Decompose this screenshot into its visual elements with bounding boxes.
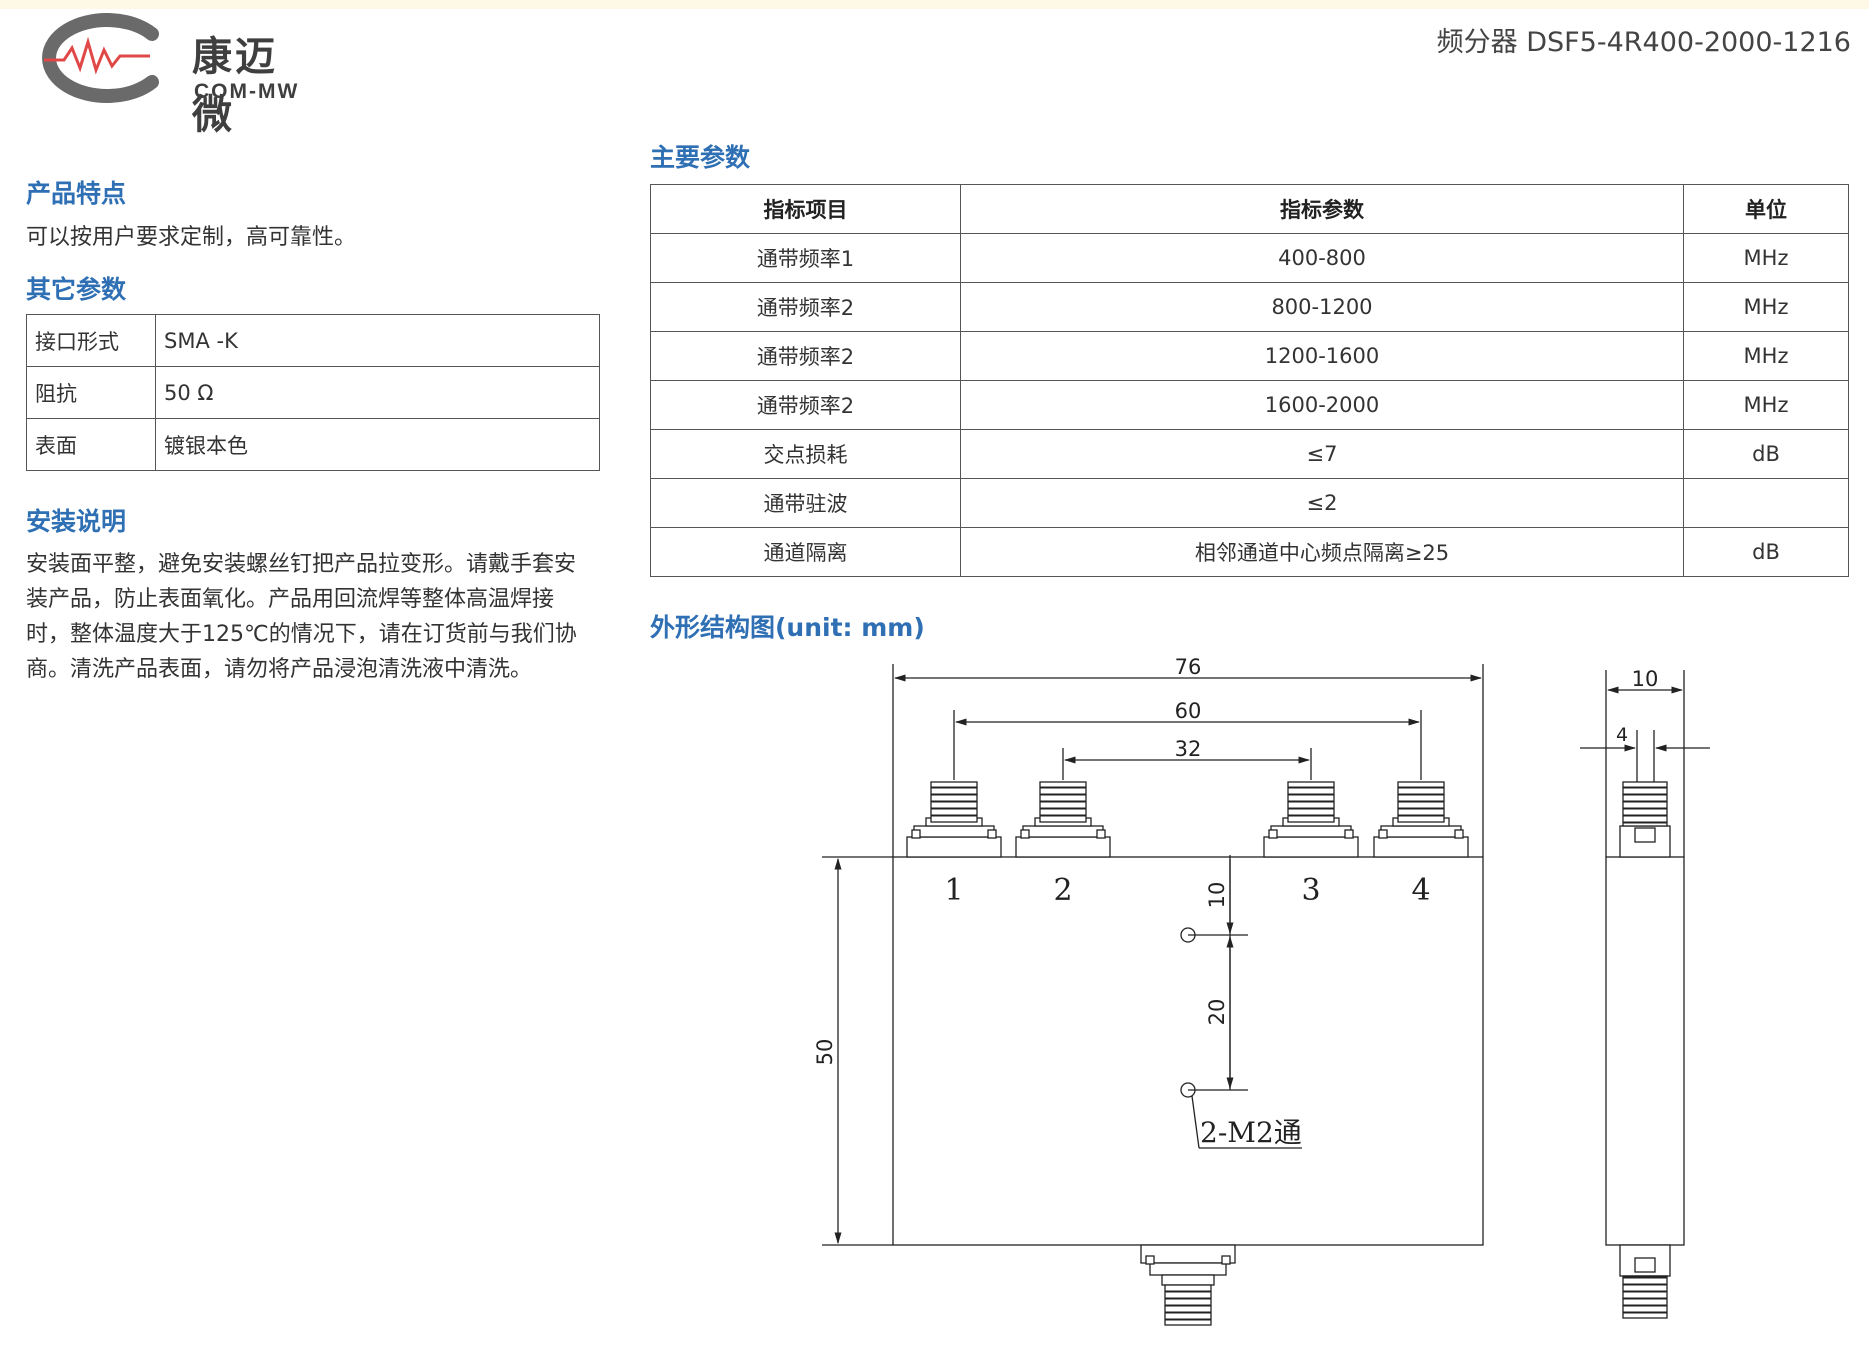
param-value: 镀银本色 [155, 418, 600, 471]
cell-value: 相邻通道中心频点隔离≥25 [960, 527, 1684, 577]
port-label: 2 [1053, 873, 1072, 908]
cell-unit: dB [1683, 527, 1849, 577]
cell-item: 通带频率1 [650, 233, 961, 283]
cell-unit: MHz [1683, 233, 1849, 283]
column-header: 单位 [1683, 184, 1849, 234]
cell-unit: MHz [1683, 331, 1849, 381]
company-logo: 康迈微 COM-MW [24, 10, 314, 138]
side-view-outline [1605, 856, 1685, 1246]
cell-value: 1200-1600 [960, 331, 1684, 381]
param-key: 接口形式 [26, 314, 156, 367]
cell-item: 通带频率2 [650, 331, 961, 381]
features-title: 产品特点 [26, 179, 127, 208]
table-header-row: 指标项目 指标参数 单位 [650, 184, 1849, 234]
column-header: 指标参数 [960, 184, 1684, 234]
port-label: 3 [1301, 873, 1320, 908]
cell-unit: dB [1683, 429, 1849, 479]
table-row: 通带频率1 400-800 MHz [650, 233, 1849, 283]
cell-value: 1600-2000 [960, 380, 1684, 430]
top-strip [0, 0, 1869, 9]
housing-outline [892, 856, 1484, 1246]
cell-value: 400-800 [960, 233, 1684, 283]
param-value: SMA -K [155, 314, 600, 367]
main-params-title: 主要参数 [650, 143, 751, 172]
dim-hole-spacing: 20 [1205, 999, 1229, 1026]
table-row: 交点损耗 ≤7 dB [650, 429, 1849, 479]
hole-note: 2-M2通 [1200, 1116, 1302, 1149]
dim-inner-spacing: 32 [1175, 737, 1202, 761]
param-value: 50 Ω [155, 366, 600, 419]
cell-item: 通带频率2 [650, 282, 961, 332]
cell-item: 通带频率2 [650, 380, 961, 430]
port-label: 1 [944, 873, 963, 908]
table-row: 通带频率2 800-1200 MHz [650, 282, 1849, 332]
cell-unit [1683, 478, 1849, 528]
logo-cn-text: 康迈微 [192, 34, 278, 138]
table-row: 阻抗 50 Ω [26, 366, 600, 419]
features-text: 可以按用户要求定制，高可靠性。 [26, 225, 357, 250]
cell-item: 通带驻波 [650, 478, 961, 528]
table-row: 表面 镀银本色 [26, 418, 600, 471]
dim-total-width: 76 [1175, 655, 1202, 679]
param-key: 阻抗 [26, 366, 156, 419]
other-params-title: 其它参数 [26, 275, 127, 304]
dim-outer-spacing: 60 [1175, 699, 1202, 723]
dim-hole-offset: 10 [1205, 882, 1229, 909]
top-connectors [906, 781, 1671, 1326]
port-label: 4 [1411, 873, 1430, 908]
cell-value: ≤2 [960, 478, 1684, 528]
cell-unit: MHz [1683, 380, 1849, 430]
dim-height: 50 [813, 1039, 837, 1066]
cell-unit: MHz [1683, 282, 1849, 332]
table-row: 通带频率2 1200-1600 MHz [650, 331, 1849, 381]
install-line: 装产品，防止表面氧化。产品用回流焊等整体高温焊接 [26, 587, 555, 612]
install-line: 时，整体温度大于125℃的情况下，请在订货前与我们协 [26, 622, 577, 647]
cell-item: 通道隔离 [650, 527, 961, 577]
install-line: 安装面平整，避免安装螺丝钉把产品拉变形。请戴手套安 [26, 552, 577, 577]
logo-mark-icon [42, 13, 159, 103]
other-params-table: 接口形式 SMA -K 阻抗 50 Ω 表面 镀银本色 [26, 314, 600, 471]
table-row: 接口形式 SMA -K [26, 314, 600, 367]
dim-side-offset: 4 [1616, 724, 1628, 746]
install-line: 商。清洗产品表面，请勿将产品浸泡清洗液中清洗。 [26, 657, 533, 682]
cell-value: 800-1200 [960, 282, 1684, 332]
table-row: 通带驻波 ≤2 [650, 478, 1849, 528]
dim-side-thickness: 10 [1632, 667, 1659, 691]
outline-title: 外形结构图(unit: mm) [650, 613, 925, 642]
column-header: 指标项目 [650, 184, 961, 234]
param-key: 表面 [26, 418, 156, 471]
table-row: 通带频率2 1600-2000 MHz [650, 380, 1849, 430]
cell-value: ≤7 [960, 429, 1684, 479]
outline-drawing: 76 60 32 50 10 20 10 4 1 2 3 4 2-M2通 [813, 655, 1710, 1326]
install-text: 安装面平整，避免安装螺丝钉把产品拉变形。请戴手套安 装产品，防止表面氧化。产品用… [26, 547, 606, 687]
table-row: 通道隔离 相邻通道中心频点隔离≥25 dB [650, 527, 1849, 577]
logo-en-text: COM-MW [194, 80, 300, 103]
install-title: 安装说明 [26, 507, 127, 536]
main-params-table: 指标项目 指标参数 单位 通带频率1 400-800 MHz 通带频率2 800… [650, 184, 1849, 577]
document-title: 频分器 DSF5-4R400-2000-1216 [1436, 27, 1851, 58]
cell-item: 交点损耗 [650, 429, 961, 479]
